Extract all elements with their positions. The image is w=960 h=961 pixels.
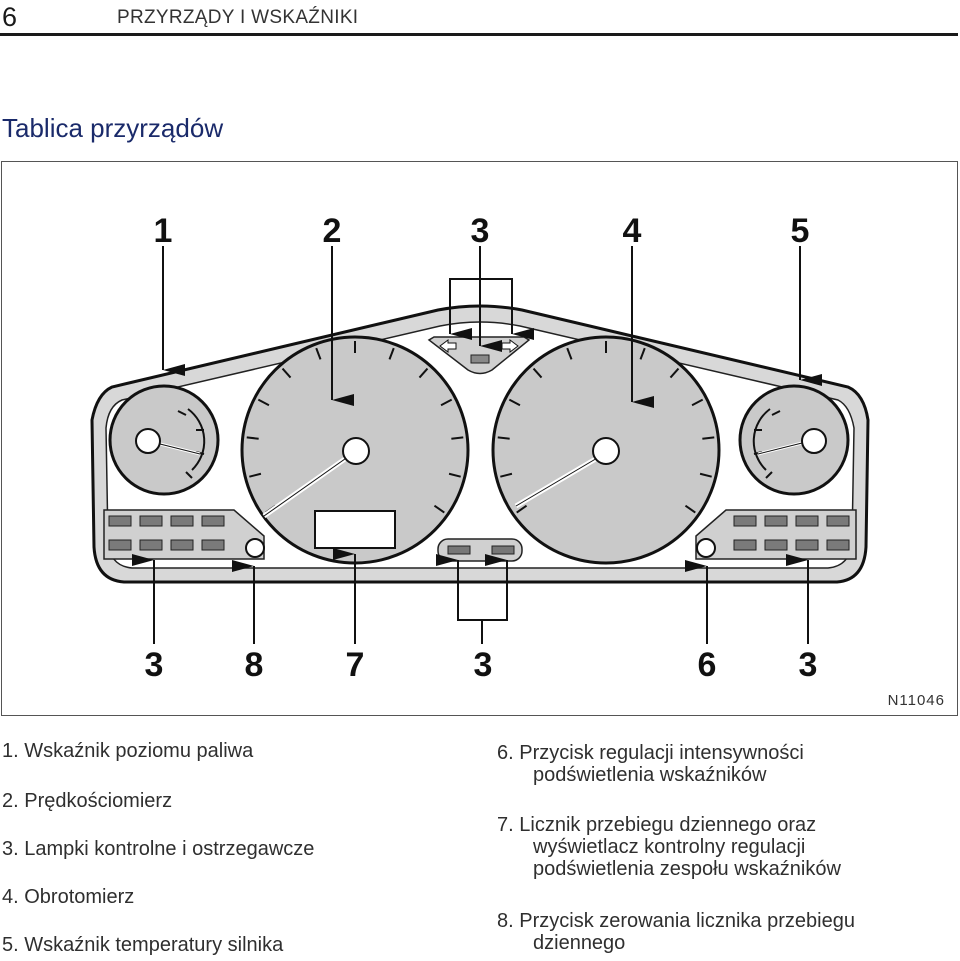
legend-item-1: 1. Wskaźnik poziomu paliwa — [2, 740, 253, 762]
tachometer-tick — [684, 504, 696, 514]
section-name: PRZYRZĄDY I WSKAŹNIKI — [117, 7, 359, 28]
page-title: Tablica przyrządów — [2, 113, 224, 143]
tachometer-tick — [639, 347, 646, 360]
warning-lamp — [139, 515, 163, 527]
callout-2: 2 — [323, 212, 342, 250]
speedometer — [240, 335, 470, 565]
legend-text-continued: podświetlenia wskaźników — [533, 764, 767, 786]
callout-1: 1 — [154, 212, 173, 250]
temperature-gauge — [738, 384, 850, 496]
legend-item-2: 2. Prędkościomierz — [2, 790, 172, 812]
tachometer-tick — [566, 347, 573, 360]
warning-lamp — [795, 539, 819, 551]
speedometer-tick — [257, 398, 270, 407]
warning-lamp — [170, 539, 194, 551]
speedometer-tick — [388, 347, 395, 360]
warning-lamp — [795, 515, 819, 527]
warning-lamp — [139, 539, 163, 551]
tachometer-tick — [497, 436, 510, 440]
legend-number: 1. — [2, 740, 19, 762]
legend-text: Prędkościomierz — [24, 790, 173, 812]
tachometer-tick — [532, 367, 543, 379]
legend-text: Przycisk zerowania licznika przebiegu — [519, 910, 855, 932]
legend-text: Lampki kontrolne i ostrzegawcze — [24, 838, 315, 860]
speedometer-tick — [433, 504, 445, 514]
callout-3-bottom-left: 3 — [145, 646, 164, 684]
legend-text: Obrotomierz — [24, 886, 135, 908]
legend-number: 6. — [497, 742, 514, 764]
tachometer-tick — [500, 472, 513, 478]
legend-text: Licznik przebiegu dziennego oraz — [519, 814, 817, 836]
warning-lamp — [826, 539, 850, 551]
warning-lamp — [826, 515, 850, 527]
speedometer-tick — [448, 472, 461, 478]
tachometer-tick — [699, 472, 712, 478]
legend-number: 5. — [2, 934, 19, 956]
warning-lamp — [201, 539, 225, 551]
legend-text-continued: dziennego — [533, 932, 626, 954]
warning-lamp — [201, 515, 225, 527]
warning-lamp — [108, 515, 132, 527]
callout-3-bottom-center: 3 — [474, 646, 493, 684]
legend-number: 3. — [2, 838, 19, 860]
tachometer — [491, 335, 721, 565]
callout-4: 4 — [623, 212, 642, 250]
callout-7: 7 — [346, 646, 365, 684]
legend-item-8: 8. Przycisk zerowania licznika przebiegu… — [497, 910, 855, 954]
speedometer-tick — [440, 398, 453, 407]
speedometer-tick — [418, 367, 429, 379]
speedometer-tick — [315, 347, 322, 360]
legend-number: 2. — [2, 790, 19, 812]
instrument-panel-figure: 1 2 3 4 5 3 8 7 3 6 3 N11046 — [1, 161, 958, 716]
tachometer-tick — [508, 398, 521, 407]
legend-item-3: 3. Lampki kontrolne i ostrzegawcze — [2, 838, 314, 860]
warning-lamp — [764, 539, 788, 551]
warning-lamp — [170, 515, 194, 527]
warning-lamp — [764, 515, 788, 527]
legend-item-5: 5. Wskaźnik temperatury silnika — [2, 934, 283, 956]
legend-text: Wskaźnik poziomu paliwa — [24, 740, 254, 762]
dimmer-knob-right — [696, 538, 716, 558]
page-number: 6 — [2, 2, 18, 32]
speedometer-tick — [281, 367, 292, 379]
legend-item-4: 4. Obrotomierz — [2, 886, 134, 908]
callout-3-bottom-right: 3 — [799, 646, 818, 684]
dimmer-knob-left — [245, 538, 265, 558]
legend-text: Wskaźnik temperatury silnika — [24, 934, 284, 956]
legend-number: 7. — [497, 814, 514, 836]
tachometer-tick — [669, 367, 680, 379]
callout-3-top: 3 — [471, 212, 490, 250]
right-turn-arrow-icon — [501, 339, 519, 353]
warning-lamp — [108, 539, 132, 551]
legend-item-7: 7. Licznik przebiegu dziennego oraz wyśw… — [497, 814, 841, 880]
left-turn-arrow-icon — [439, 339, 457, 353]
legend-text-continued: podświetlenia zespołu wskaźników — [533, 858, 841, 880]
legend-item-6: 6. Przycisk regulacji intensywności podś… — [497, 742, 804, 786]
page-header: 6 PRZYRZĄDY I WSKAŹNIKI — [0, 0, 960, 36]
header-rule — [0, 33, 958, 36]
callout-5: 5 — [791, 212, 810, 250]
warning-lamp — [733, 515, 757, 527]
tachometer-tick — [516, 504, 528, 514]
warning-lamp — [733, 539, 757, 551]
tachometer-tick — [691, 398, 704, 407]
speedometer-tick — [451, 436, 464, 440]
legend-text-continued: wyświetlacz kontrolny regulacji — [533, 836, 806, 858]
instrument-panel-illustration: 1 2 3 4 5 3 8 7 3 6 3 — [90, 212, 870, 684]
fuel-gauge — [108, 384, 220, 496]
speedometer-tick — [249, 472, 262, 478]
figure-code: N11046 — [887, 692, 945, 709]
callout-8: 8 — [245, 646, 264, 684]
center-warning-lamp — [470, 354, 490, 364]
speedometer-tick — [246, 436, 259, 440]
legend-text: Przycisk regulacji intensywności — [519, 742, 804, 764]
legend-number: 8. — [497, 910, 514, 932]
tachometer-tick — [702, 436, 715, 440]
callout-6: 6 — [698, 646, 717, 684]
legend-number: 4. — [2, 886, 19, 908]
trip-meter-display — [314, 510, 396, 549]
